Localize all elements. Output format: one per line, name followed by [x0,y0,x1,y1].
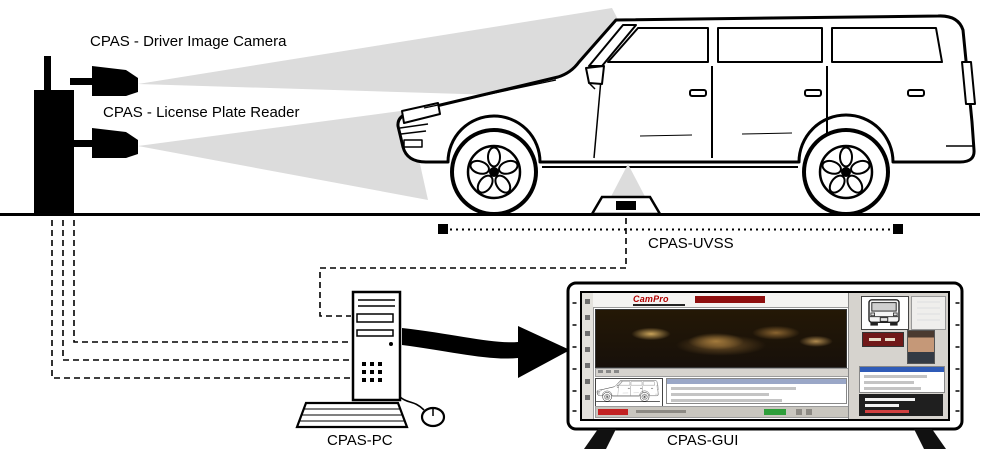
keyboard-icon [295,401,409,429]
plate-camera-beam [138,110,428,200]
gui-logo: CamPro [633,294,669,304]
gui-plate-crop [862,332,904,347]
monitor-bezel-vents [572,302,960,412]
gui-side-list-strip [911,296,946,330]
cable-pole-to-pc-2 [62,220,351,361]
gui-suv-thumb-art [596,379,660,402]
gui-status-ok [764,409,786,415]
flow-arrow-icon [402,326,570,378]
gui-status-alert [598,409,628,415]
signal-cables [51,218,627,379]
gui-record-list [859,366,945,393]
plate-camera-icon [70,128,138,158]
gui-image-toolbar [595,368,849,377]
gui-logo-underline [633,304,685,306]
gui-driver-photo [907,330,935,364]
label-plate-reader: CPAS - License Plate Reader [103,104,300,121]
monitor-foot-left [584,429,616,449]
monitor-foot-right [914,429,946,449]
cable-pole-to-pc-3 [73,220,351,343]
label-pc: CPAS-PC [327,432,393,449]
cable-uvss-to-pc [319,218,627,317]
uvss-sensor-line [438,224,903,234]
monitor-screen: CamPro [580,291,950,421]
gui-banner [695,296,765,303]
gui-message-panel [859,394,943,416]
label-driver-camera: CPAS - Driver Image Camera [90,33,287,50]
gui-rear-thumb-art [868,299,900,326]
gui-left-toolbar [582,293,594,419]
uvss-scanner-icon [589,164,663,216]
gui-right-panel [848,293,948,419]
gui-status-bar [595,406,849,418]
pc-tower-icon [351,290,402,402]
label-uvss: CPAS-UVSS [648,235,734,252]
mouse-icon [399,396,446,428]
driver-camera-beam [138,8,660,100]
gui-vehicle-rear-thumbnail [861,296,909,330]
pole-mast [44,56,51,92]
driver-camera-icon [70,66,138,96]
gui-info-panel [666,378,847,404]
camera-beams [138,8,660,200]
label-gui: CPAS-GUI [667,432,739,449]
cable-pole-to-pc-1 [51,220,351,379]
camera-pole [34,56,74,216]
gui-undercarriage-image [595,309,847,368]
gui-vehicle-side-thumbnail [595,378,663,407]
